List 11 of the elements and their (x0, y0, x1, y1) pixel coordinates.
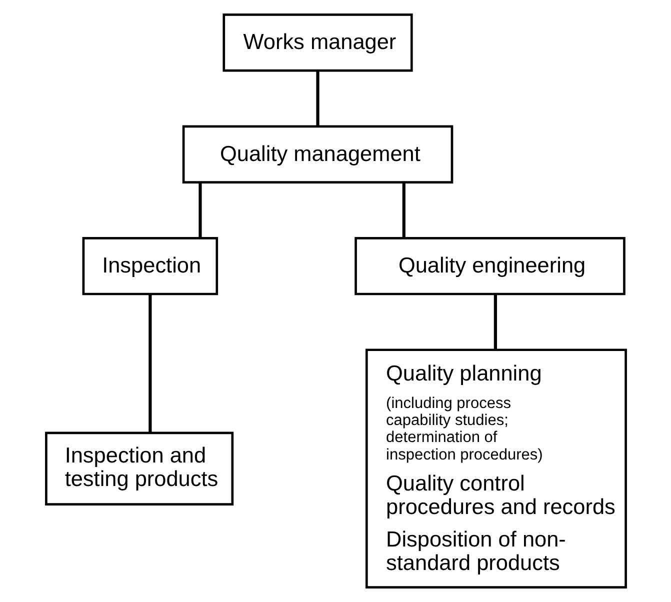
node-box: Quality planning (including process capability studies; determination of inspection procedures) Quality control procedures and records Disposition of non-standard products (364, 348, 626, 588)
connector (402, 182, 405, 238)
node-box: Quality engineering (354, 237, 625, 296)
node-box: Inspection and testing products (44, 432, 234, 506)
connector (148, 294, 152, 432)
connector (316, 70, 319, 126)
connector (198, 182, 202, 238)
node-box: Inspection (82, 237, 218, 296)
node-box: Works manager (222, 14, 412, 72)
node-box: Quality management (182, 125, 453, 184)
connector (493, 294, 496, 350)
